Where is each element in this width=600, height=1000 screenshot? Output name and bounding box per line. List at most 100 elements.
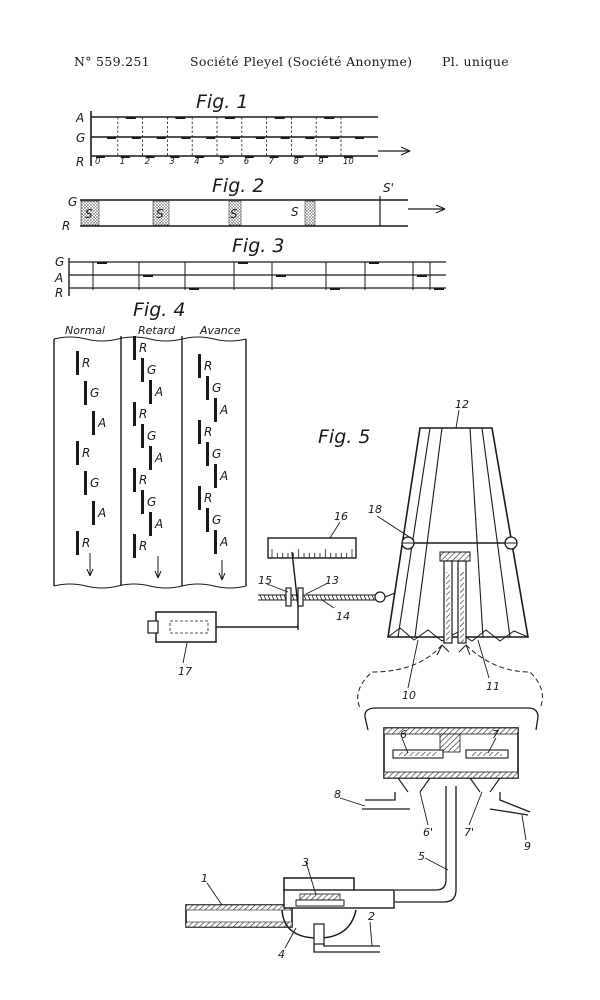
patent-header-number: N° 559.251: [74, 54, 150, 69]
fig2-mark-s-3: S: [230, 207, 238, 221]
fig4-hole-letter: A: [219, 403, 228, 417]
fig4-perforation: [214, 464, 217, 488]
label-4: 4: [278, 948, 285, 961]
fig4-perforation: [149, 512, 152, 536]
fig4-hole-letter: A: [219, 469, 228, 483]
fig4-hole-letter: R: [82, 356, 90, 370]
fig4-perforation: [198, 354, 201, 378]
figure-5: Fig. 5: [147, 398, 543, 961]
fig4-hole-letter: A: [219, 535, 228, 549]
label-3: 3: [302, 856, 309, 869]
screw-thread-line: [279, 594, 283, 601]
screw-thread-line: [331, 594, 335, 601]
label-11: 11: [486, 680, 500, 693]
tube-connection-dashed: [357, 644, 543, 709]
fig1-tick-label: 7: [269, 157, 275, 167]
screw-thread-line: [291, 594, 295, 601]
fig1-tick-label: 10: [343, 157, 354, 167]
fig3-row-label-g: G: [55, 255, 64, 269]
screw-thread-line: [343, 594, 347, 601]
label-16: 16: [334, 510, 348, 523]
fig4-perforation: [92, 501, 95, 525]
screw-thread-line: [347, 594, 351, 601]
screw-thread-line: [315, 594, 319, 601]
fig4-hole-letter: R: [139, 341, 147, 355]
fig4-hole-letter: A: [97, 416, 106, 430]
screw-thread-line: [323, 594, 327, 601]
label-1: 1: [201, 872, 208, 885]
fig4-perforation: [133, 336, 136, 360]
fig4-hole-letter: G: [212, 381, 221, 395]
fig4-perforation: [133, 534, 136, 558]
fig4-perforation: [141, 424, 144, 448]
figure-2: Fig. 2 G R S S S S S': [62, 175, 446, 233]
fig3-row-label-r: R: [55, 286, 63, 300]
fig4-hole-letter: R: [139, 407, 147, 421]
fig1-tick-label: 8: [293, 157, 299, 167]
tie-rod: [401, 536, 518, 550]
screw-thread-line: [335, 594, 339, 601]
scale-plate: [267, 537, 357, 559]
label-9: 9: [524, 840, 531, 853]
fig4-hole-letter: G: [212, 513, 221, 527]
figure-5-title: Fig. 5: [318, 426, 370, 448]
fig4-perforation: [141, 490, 144, 514]
fig1-tick-label: 2: [145, 157, 150, 167]
fig4-perforation: [133, 468, 136, 492]
fig4-column-avance: Avance: [199, 324, 241, 337]
screw-thread-line: [267, 594, 271, 601]
fig4-perforation: [76, 351, 79, 375]
fig4-arrow-normal: [86, 553, 94, 577]
screw-thread-line: [303, 594, 307, 601]
fig1-row-label-g: G: [76, 131, 85, 145]
fig4-hole-letter: A: [154, 517, 163, 531]
fig4-strip-bottom-edge: [53, 583, 247, 589]
fig3-row-label-a: A: [54, 271, 63, 285]
screw-thread-line: [311, 594, 315, 601]
fig2-row-label-r: R: [62, 219, 70, 233]
screw-thread-line: [339, 594, 343, 601]
fig4-perforation: [92, 411, 95, 435]
figure-3: Fig. 3 G A R: [54, 235, 446, 300]
label-7: 7: [492, 728, 499, 741]
fig4-perforation: [206, 442, 209, 466]
patent-header-company: Société Pleyel (Société Anonyme): [190, 54, 413, 69]
label-6-prime: 6': [423, 826, 433, 839]
fig4-hole-letter: G: [90, 386, 99, 400]
figure-3-title: Fig. 3: [232, 235, 284, 257]
label-18: 18: [368, 503, 382, 516]
screw-thread-line: [371, 594, 375, 601]
screw-thread-line: [351, 594, 355, 601]
screw-thread-line: [367, 594, 371, 601]
pipe: [395, 786, 457, 903]
screw-thread-line: [307, 594, 311, 601]
fig4-perforation: [198, 486, 201, 510]
fig1-row-label-a: A: [75, 111, 84, 125]
fig4-hole-letter: R: [204, 425, 212, 439]
fig4-arrow-avance: [218, 560, 226, 581]
fig4-perforation: [84, 381, 87, 405]
fig4-perforation: [198, 420, 201, 444]
fig1-tick-label: 3: [169, 157, 174, 167]
valve-box: [362, 707, 539, 816]
fig4-perforation: [84, 471, 87, 495]
primary-valve: [185, 877, 395, 953]
label-13: 13: [325, 574, 339, 587]
label-6: 6: [400, 728, 407, 741]
screw-thread-line: [363, 594, 367, 601]
fig1-tick-label: 1: [120, 157, 125, 167]
fig4-hole-letter: R: [204, 359, 212, 373]
arrowheads-top: [436, 644, 471, 656]
fig2-mark-s-2: S: [156, 207, 164, 221]
label-7-prime: 7': [464, 826, 474, 839]
fig4-strip-top-edge: [53, 336, 247, 342]
fig4-perforation: [206, 508, 209, 532]
fig4-perforation: [214, 398, 217, 422]
label-5: 5: [418, 850, 425, 863]
pneumatic-motor: [147, 606, 299, 643]
fig1-tick-label: 9: [318, 157, 323, 167]
traveling-nut: [285, 587, 304, 607]
fig4-hole-letter: R: [139, 473, 147, 487]
fig4-hole-letter: R: [82, 536, 90, 550]
label-8: 8: [334, 788, 341, 801]
